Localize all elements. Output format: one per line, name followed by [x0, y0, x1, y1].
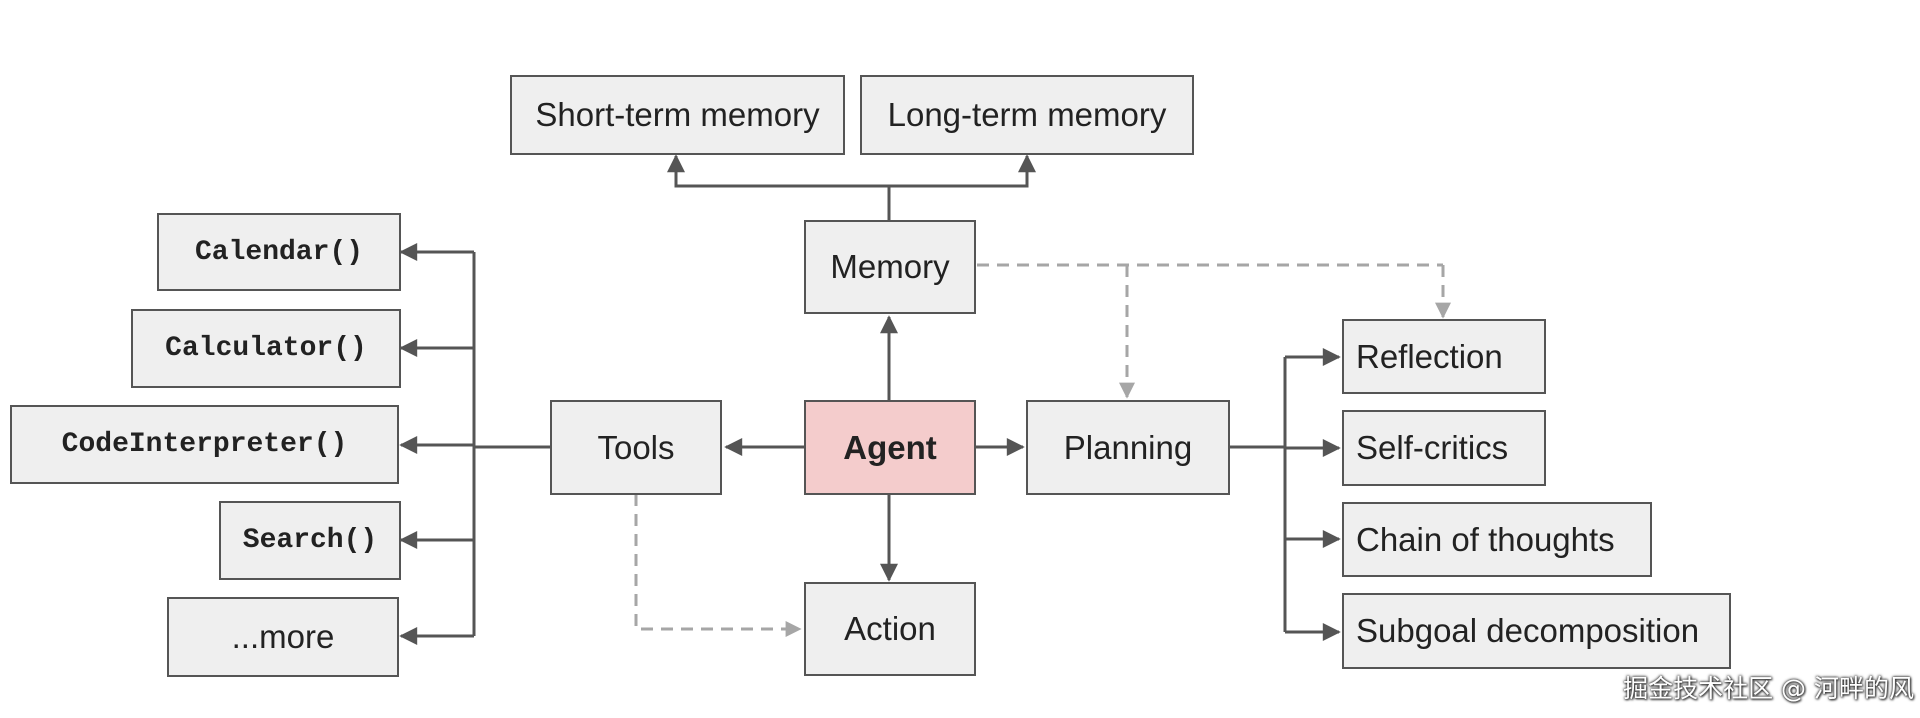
- planning-node: Planning: [1026, 400, 1230, 495]
- edge-planning-trunk: [1229, 357, 1287, 632]
- search-tool-node: Search(): [219, 501, 401, 580]
- edge-tools-action-dashed: [634, 494, 802, 637]
- subgoal-decomposition-node: Subgoal decomposition: [1342, 593, 1731, 669]
- action-node: Action: [804, 582, 976, 676]
- self-critics-node: Self-critics: [1342, 410, 1546, 486]
- short-term-memory-node: Short-term memory: [510, 75, 845, 155]
- chain-of-thoughts-node: Chain of thoughts: [1342, 502, 1652, 577]
- edge-memory-split: [674, 156, 1029, 220]
- agent-node: Agent: [804, 400, 976, 495]
- long-term-memory-node: Long-term memory: [860, 75, 1194, 155]
- watermark-text: 掘金技术社区 @ 河畔的风: [1623, 674, 1914, 703]
- calendar-tool-node: Calendar(): [157, 213, 401, 291]
- reflection-node: Reflection: [1342, 319, 1546, 394]
- memory-node: Memory: [804, 220, 976, 314]
- tools-node: Tools: [550, 400, 722, 495]
- edge-tools-trunk: [472, 252, 550, 636]
- more-tools-node: ...more: [167, 597, 399, 677]
- code-interpreter-tool-node: CodeInterpreter(): [10, 405, 399, 484]
- calculator-tool-node: Calculator(): [131, 309, 401, 388]
